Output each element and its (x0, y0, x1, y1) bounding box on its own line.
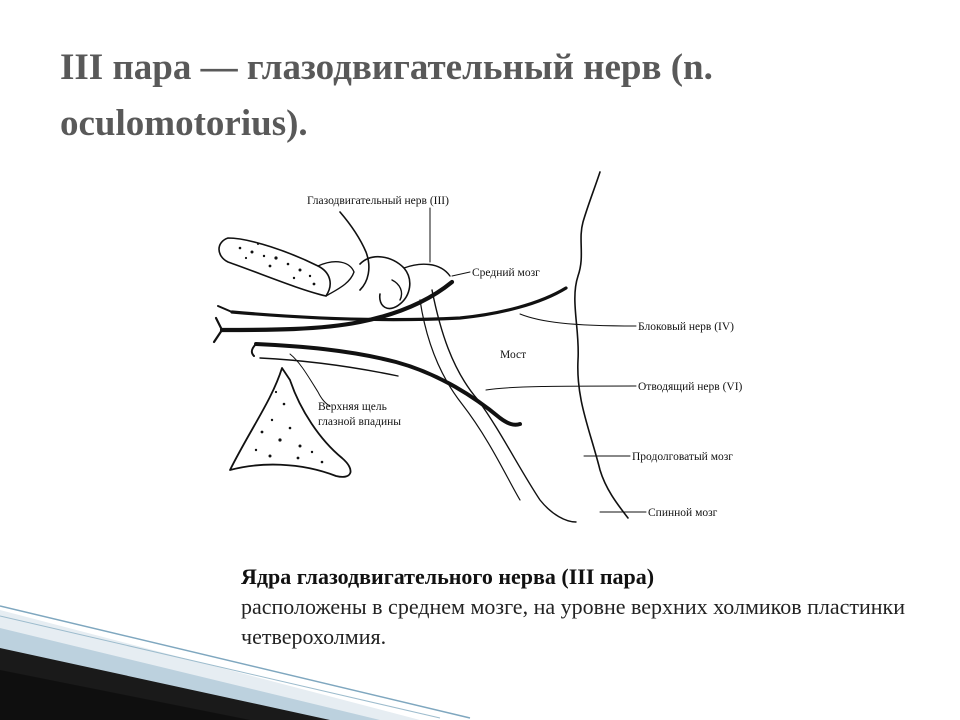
orbit-fissure-region (229, 367, 352, 478)
label-trochlear: Блоковый нерв (IV) (638, 321, 734, 333)
leader-midbrain (451, 271, 471, 277)
label-midbrain: Средний мозг (472, 267, 540, 279)
label-abducens: Отводящий нерв (VI) (638, 381, 743, 393)
brainstem-contour (574, 171, 629, 519)
leader-abducens (485, 385, 637, 391)
bone-stipple (238, 243, 316, 286)
caption-rest: расположены в среднем мозге, на уровне в… (241, 594, 906, 649)
brainstem-inner (431, 289, 577, 523)
midbrain-contour (359, 256, 411, 310)
leader-trochlear (519, 313, 637, 327)
trochlear-nerve (230, 286, 568, 322)
label-pons: Мост (500, 349, 526, 361)
sphenoid-bone (218, 237, 331, 297)
label-spinal: Спинной мозг (648, 507, 718, 519)
corner-decoration (0, 605, 471, 720)
slide-caption: Ядра глазодвигательного нерва (III пара)… (241, 562, 941, 652)
label-fissure-2: глазной впадины (318, 416, 401, 428)
abducens-nerve (254, 342, 522, 427)
label-oculomotor: Глазодвигательный нерв (III) (307, 195, 449, 207)
oculomotor-nerve (339, 211, 370, 291)
label-fissure-1: Верхняя щель (318, 401, 387, 413)
label-medulla: Продолговатый мозг (632, 451, 733, 463)
oculomotor-trunk (219, 279, 455, 333)
slide-title: III пара — глазодвигательный нерв (n. oc… (60, 47, 713, 144)
orbit-stipple (254, 390, 324, 464)
caption-bold: Ядра глазодвигательного нерва (III пара) (241, 564, 655, 589)
